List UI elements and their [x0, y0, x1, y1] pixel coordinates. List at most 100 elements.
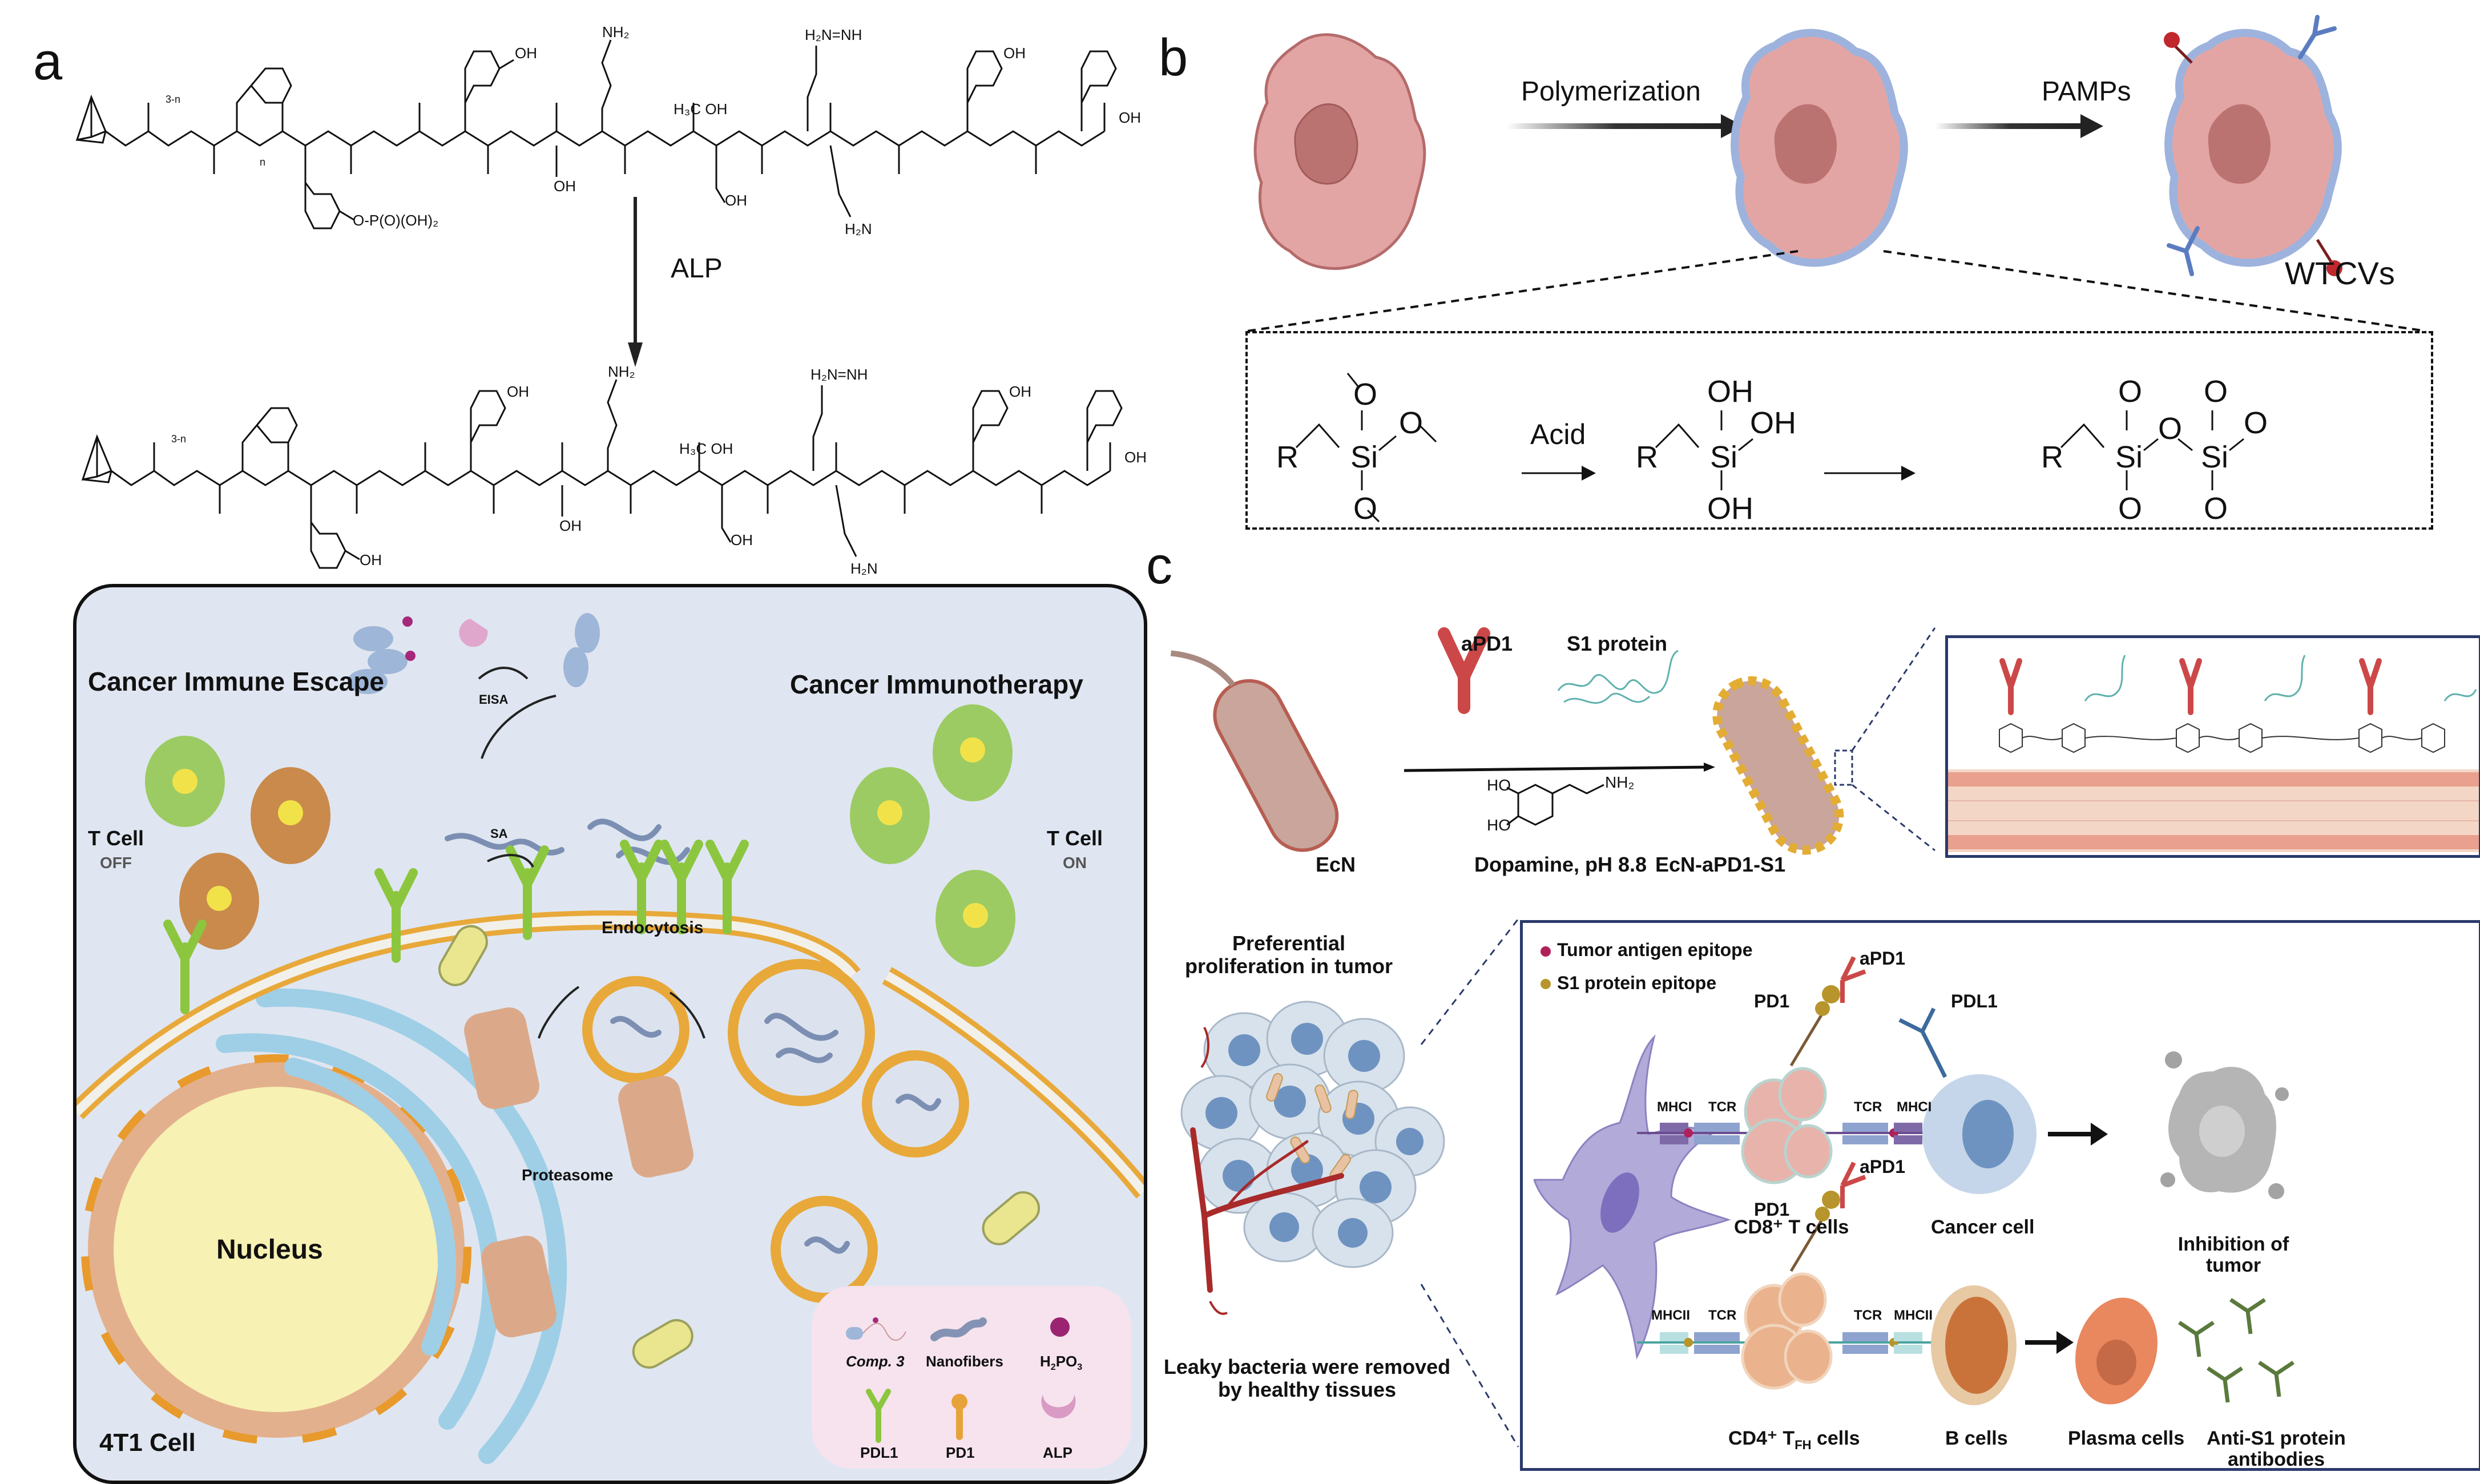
peptide-reactant-structure: O-P(O)(OH)₂ NH₂ H₂N=NH OH OH OH H₃C OH O…: [75, 23, 1141, 237]
leaky-bacteria-label: Leaky bacteria were removed by healthy t…: [1163, 1355, 1451, 1401]
alp-reaction-arrow: [628, 197, 643, 367]
mhci-left-label: MHCI: [1657, 1099, 1692, 1115]
nanofiber-icon: [930, 1317, 987, 1341]
tumor-cell: [1253, 33, 1426, 270]
tumor-zoom-lines: [1420, 918, 1519, 1447]
dopamine-structure: [1506, 784, 1604, 826]
apd1-label: aPD1: [1461, 632, 1513, 655]
svg-text:Si: Si: [1710, 440, 1737, 474]
legend-pd1: PD1: [946, 1444, 975, 1461]
s1-protein-label: S1 protein: [1567, 632, 1668, 655]
cell-line-label: 4T1 Cell: [99, 1429, 196, 1457]
cd8-t-cell: [1741, 1067, 1833, 1184]
wtcvs-label: WTCVs: [2285, 255, 2395, 291]
svg-text:n: n: [260, 156, 265, 168]
t-cell-state-on: ON: [1063, 853, 1087, 872]
svg-text:NH₂: NH₂: [602, 23, 630, 41]
wtcv-cell: [2164, 15, 2342, 276]
svg-text:OH: OH: [1707, 374, 1753, 409]
t-cell-state-off: OFF: [100, 853, 132, 872]
svg-text:OH: OH: [554, 178, 576, 195]
mhcii-left-label: MHCII: [1651, 1308, 1690, 1323]
apd1-top-label: aPD1: [1860, 948, 1906, 969]
svg-text:OH: OH: [1119, 109, 1141, 126]
mhcii-left: [1660, 1332, 1688, 1354]
legend-h2po3: H2PO3: [1040, 1353, 1083, 1373]
ecn-bacterium: [1170, 650, 1339, 852]
silane-chemistry-box: R Si O O O R Si OH OH OH R Si O O O Si O…: [1245, 331, 2433, 530]
tcr-label-4: TCR: [1854, 1308, 1882, 1323]
anti-s1-antibodies: [2178, 1298, 2294, 1403]
t-cell-off-label: T Cell OFF: [88, 827, 144, 872]
tumor-antigen-legend: Tumor antigen epitope: [1557, 939, 1753, 960]
sa-arrow: [487, 854, 534, 868]
svg-text:H₂N=NH: H₂N=NH: [805, 26, 862, 43]
eisa-arrow: [481, 695, 557, 759]
svg-text:O: O: [1353, 491, 1377, 526]
mhci-right-label: MHCI: [1897, 1099, 1932, 1115]
tumor-tissue-art: [1180, 1001, 1445, 1315]
cd4-tfh-label: CD4⁺ TFH cells: [1728, 1427, 1860, 1452]
svg-text:OH: OH: [507, 383, 529, 400]
svg-text:O: O: [2118, 491, 2142, 526]
tcr-left: [1694, 1123, 1740, 1144]
svg-text:OH: OH: [1003, 45, 1026, 62]
immune-mechanism-art: [1533, 946, 2294, 1405]
legend-icons: [846, 1317, 1076, 1443]
legend-box: Comp. 3 Nanofibers H2PO3 PDL1 PD1 ALP: [812, 1286, 1131, 1469]
pd1-top-label: PD1: [1754, 991, 1790, 1011]
svg-text:H₂N: H₂N: [850, 560, 878, 577]
svg-text:O: O: [2204, 491, 2228, 526]
svg-text:O: O: [1399, 406, 1423, 440]
peptide-product-structure: OH NH₂ H₂N=NH OH OH OH H₃C OH OH H₂N OH …: [81, 363, 1147, 577]
svg-text:O: O: [1353, 377, 1377, 412]
svg-text:OH: OH: [1707, 491, 1753, 526]
svg-text:H₂N=NH: H₂N=NH: [810, 366, 868, 383]
svg-text:OH: OH: [1009, 383, 1031, 400]
pd1-icon: [951, 1394, 967, 1440]
cd4-label-sub: FH: [1795, 1437, 1812, 1452]
svg-text:O: O: [2118, 374, 2142, 409]
polymerization-label: Polymerization: [1521, 76, 1701, 107]
tcr-label-3: TCR: [1708, 1308, 1737, 1323]
mitochondria: [438, 925, 1041, 1369]
svg-text:O: O: [2244, 406, 2268, 440]
proteasomes: [464, 1007, 693, 1337]
alp-arrow: [478, 667, 529, 680]
dopamine-label: Dopamine, pH 8.8: [1474, 853, 1647, 876]
cell-illustration-box: Cancer Immune Escape Cancer Immunotherap…: [73, 584, 1147, 1484]
svg-text:HO: HO: [1487, 816, 1511, 834]
eisa-label: EISA: [479, 692, 509, 707]
t-cell-label: T Cell: [1047, 826, 1103, 850]
pdl1-receptors: [163, 840, 749, 1014]
panel-c-label: c: [1146, 537, 1172, 595]
coated-ecn-bacterium: [1712, 676, 1844, 855]
svg-text:Si: Si: [1350, 440, 1378, 474]
cancer-cell-label: Cancer cell: [1931, 1216, 2035, 1238]
mhci-right: [1894, 1123, 1922, 1144]
inhibition-label: Inhibition of tumor: [2177, 1233, 2289, 1277]
coating-arrow: [1404, 765, 1707, 772]
pamps-arrow: [1935, 114, 2103, 138]
tcr-label-1: TCR: [1708, 1099, 1737, 1115]
zoom-region-marker: [1834, 749, 1853, 786]
cell-illustration-art: [76, 613, 1144, 1464]
tumor-epitope-dot: [1541, 946, 1551, 957]
svg-text:O: O: [2204, 374, 2228, 409]
t-cell-on-label: T Cell ON: [1047, 827, 1103, 872]
t-cell-label: T Cell: [88, 826, 144, 850]
coated-tumor-cell: [1731, 29, 1908, 267]
pamps-label: PAMPs: [2042, 76, 2131, 107]
legend-nanofibers: Nanofibers: [926, 1353, 1003, 1370]
pdl1-icon: [866, 1389, 891, 1443]
svg-text:HO: HO: [1487, 776, 1511, 794]
cd4-tfh-cell: [1741, 1272, 1833, 1390]
pamp-star: [2164, 32, 2180, 48]
tcr-right: [1842, 1123, 1888, 1144]
phosphate-icon: [1050, 1317, 1070, 1337]
svg-text:OH: OH: [1750, 406, 1796, 440]
ecn-apd1-s1-label: EcN-aPD1-S1: [1655, 853, 1786, 876]
svg-text:H₃C OH: H₃C OH: [679, 440, 733, 457]
svg-text:NH₂: NH₂: [1605, 773, 1634, 791]
cancer-immune-escape-title: Cancer Immune Escape: [88, 667, 385, 696]
